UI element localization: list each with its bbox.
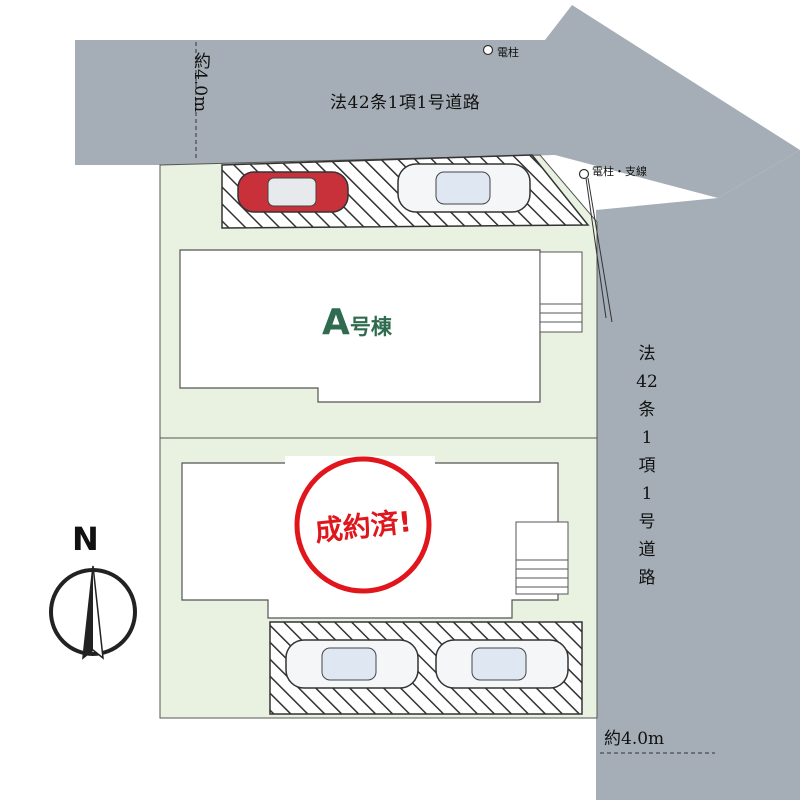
utility-pole-label: 電柱 bbox=[497, 46, 519, 59]
building-a-stairs bbox=[539, 251, 583, 333]
pole-right-marker bbox=[578, 168, 590, 180]
building-a-suffix: 号棟 bbox=[349, 315, 392, 339]
sold-stamp-text: 成約済! bbox=[313, 505, 414, 548]
car-white-top bbox=[397, 163, 531, 213]
compass bbox=[49, 565, 137, 660]
building-b-stairs bbox=[515, 521, 569, 595]
road-right bbox=[596, 150, 800, 800]
building-a bbox=[179, 249, 541, 403]
road-top-width: 約4.0m bbox=[190, 52, 210, 113]
building-a-letter: A bbox=[322, 302, 350, 343]
utility-pole-guy-wire-label: 電柱・支線 bbox=[592, 165, 647, 178]
road-top-label: 法42条1項1号道路 bbox=[330, 93, 481, 113]
car-white-b1 bbox=[285, 639, 419, 689]
road-right-label: 法42条1項1号道路 bbox=[636, 344, 658, 588]
guy-wire-2 bbox=[587, 177, 613, 323]
road-right-width: 約4.0m bbox=[604, 729, 665, 749]
car-white-b2 bbox=[435, 639, 569, 689]
road-top bbox=[75, 5, 800, 198]
sold-stamp-circle bbox=[294, 456, 432, 594]
car-red bbox=[237, 171, 349, 213]
guy-wire bbox=[585, 177, 607, 319]
building-a-label: A号棟 bbox=[322, 302, 392, 343]
pole-top-marker bbox=[482, 44, 494, 56]
compass-north-label: N bbox=[72, 520, 99, 558]
